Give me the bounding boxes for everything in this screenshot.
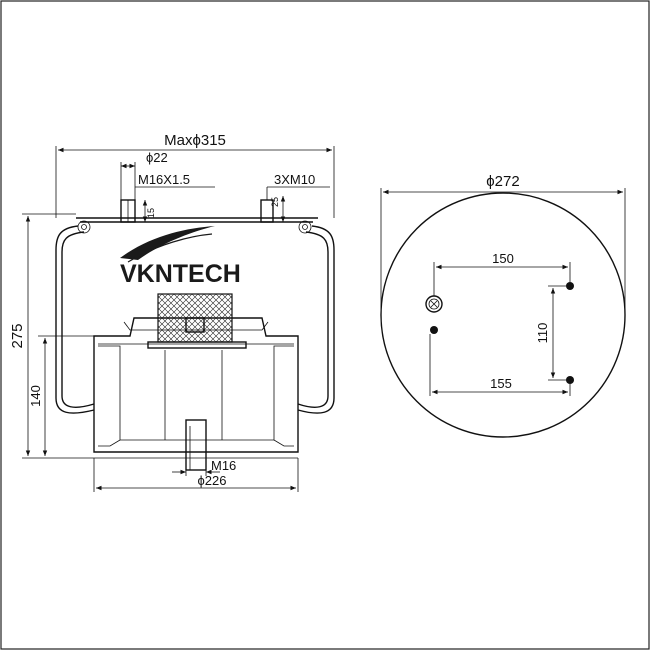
dim-stud-thread: M16X1.5 xyxy=(138,172,190,187)
bellows-left xyxy=(55,225,95,414)
top-view: ϕ272 150 110 155 xyxy=(380,173,626,438)
bolt-hole-bottom-right xyxy=(566,376,574,384)
bottom-stud xyxy=(185,419,207,471)
top-plate-circle xyxy=(380,192,626,438)
dim-piston-height: 140 xyxy=(28,385,43,407)
bolt-hole-left xyxy=(430,326,438,334)
dim-stud-diameter: ϕ22 xyxy=(146,150,168,165)
dim-stud-height: 15 xyxy=(146,208,156,218)
dim-overall-height: 275 xyxy=(9,323,26,348)
side-view-dimensions: Maxϕ315 ϕ22 M16X1.5 15 3XM10 25 275 140 xyxy=(9,132,335,492)
top-plate xyxy=(76,217,318,223)
side-view: VKNTECH xyxy=(55,199,335,471)
plate-curl-left xyxy=(77,220,91,234)
dim-max-diameter: Maxϕ315 xyxy=(164,132,226,149)
logo-swoosh xyxy=(120,226,215,260)
bellows-right xyxy=(297,225,335,414)
dim-piston-diameter: ϕ226 xyxy=(198,473,227,488)
dim-bolt-thread: 3XM10 xyxy=(274,172,315,187)
dim-bottom-thread: M16 xyxy=(211,458,236,473)
brand-logo: VKNTECH xyxy=(120,260,241,288)
dim-hole-spacing-top: 150 xyxy=(492,251,514,266)
dim-plate-diameter: ϕ272 xyxy=(486,173,519,190)
plate-curl-right xyxy=(298,220,312,234)
dim-bolt-height: 25 xyxy=(270,197,280,207)
bolt-hole-top-right xyxy=(566,282,574,290)
dim-hole-spacing-vertical: 110 xyxy=(535,323,550,344)
dim-hole-spacing-bottom: 155 xyxy=(490,376,512,391)
